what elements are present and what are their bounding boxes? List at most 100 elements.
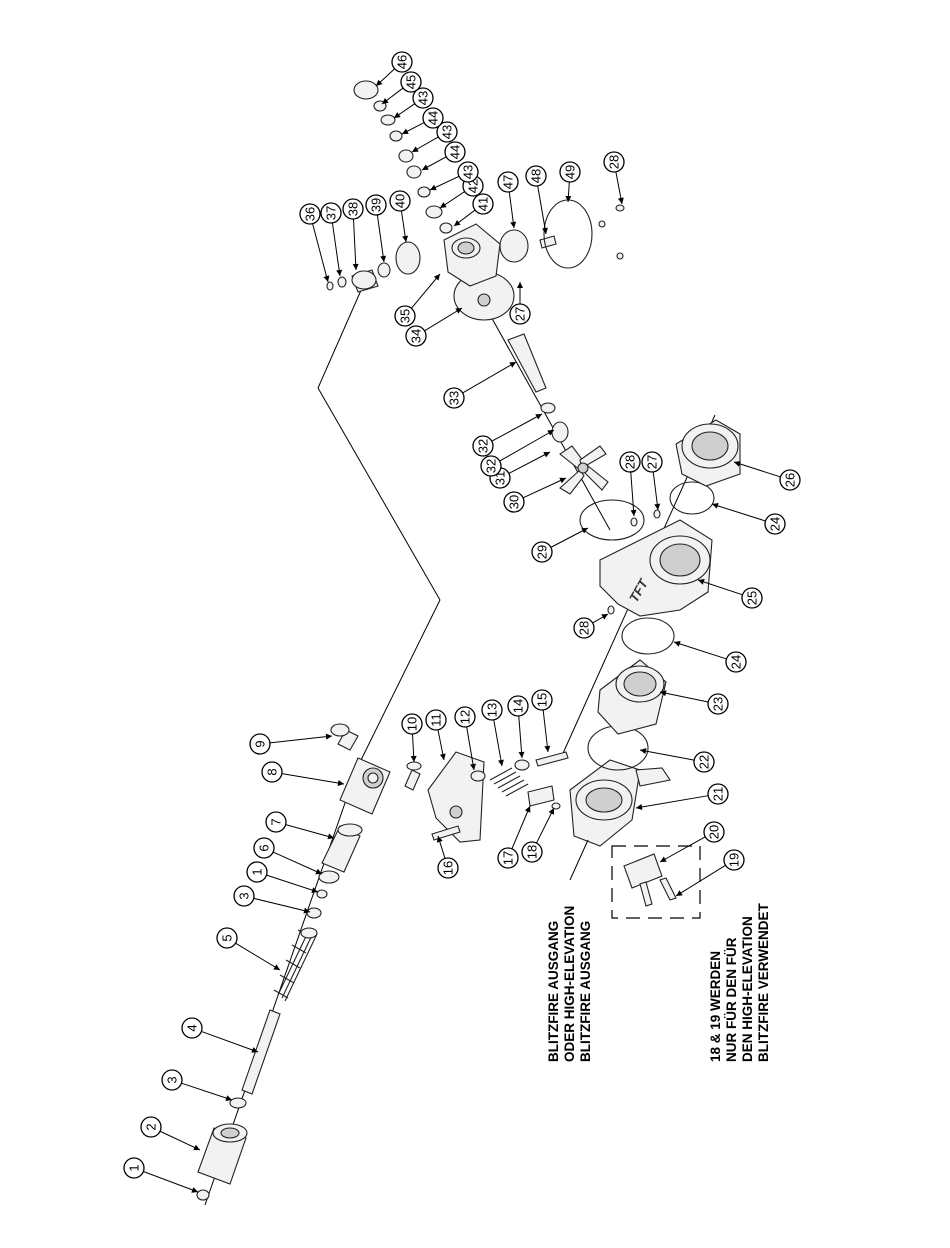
callout-c23: 23	[660, 690, 728, 714]
callout-leader	[377, 215, 384, 262]
callout-leader	[313, 224, 328, 282]
callout-c29: 29	[532, 528, 588, 562]
callout-c44a: 44	[422, 142, 465, 170]
callout-arrowhead	[542, 228, 548, 234]
part-impeller-30	[560, 446, 608, 494]
callout-number: 44	[448, 145, 463, 159]
part-washer-12	[471, 771, 485, 781]
callout-number: 39	[369, 198, 384, 212]
callout-number: 40	[393, 194, 408, 208]
assembly-center-line	[205, 288, 715, 1205]
callout-number: 18	[525, 845, 540, 859]
callout-number: 38	[346, 202, 361, 216]
part-barrel-2	[198, 1124, 247, 1184]
callout-leader	[267, 875, 318, 892]
callout-arrowhead	[519, 752, 525, 758]
dashed-bracket-box	[612, 846, 700, 918]
callout-arrowhead	[411, 756, 417, 762]
callout-arrowhead	[565, 196, 571, 202]
callout-leader	[640, 750, 694, 760]
part-bushing-32	[541, 403, 555, 413]
callout-c25: 25	[698, 579, 762, 608]
callout-number: 45	[404, 75, 419, 89]
outlet-note-leader	[570, 840, 588, 880]
callout-arrowhead	[353, 264, 359, 270]
callout-arrowhead	[338, 780, 344, 786]
callout-leader	[512, 806, 530, 849]
callout-leader	[734, 462, 780, 477]
part-coupling-26	[676, 420, 740, 486]
part-pin-10	[405, 762, 421, 790]
part-screw-27b	[654, 510, 660, 518]
callout-c13: 13	[482, 700, 504, 766]
callout-number: 12	[458, 710, 473, 724]
callout-arrowhead	[324, 275, 330, 282]
callout-number: 47	[501, 175, 516, 189]
callout-leader	[282, 774, 344, 784]
callout-arrowhead	[336, 270, 342, 276]
callout-arrowhead	[225, 1095, 232, 1101]
callout-arrowhead	[636, 804, 642, 810]
callout-number: 8	[265, 768, 280, 775]
callout-number: 49	[563, 165, 578, 179]
part-spring-5	[274, 928, 317, 1001]
callout-number: 23	[711, 697, 726, 711]
part-spring-13	[490, 768, 528, 796]
callout-leader	[270, 736, 332, 743]
callout-number: 41	[476, 197, 491, 211]
outlet-note-line-1: BLITZFIRE AUSGANG	[546, 921, 561, 1062]
callout-number: 28	[623, 455, 638, 469]
elevation-note-line-3: DEN HIGH-ELEVATION	[740, 916, 755, 1062]
part-gear-housing-35	[444, 224, 500, 286]
outlet-note: BLITZFIRE AUSGANG ODER HIGH-ELEVATION BL…	[546, 906, 593, 1062]
callout-number: 14	[511, 699, 526, 713]
callout-number: 48	[529, 169, 544, 183]
callout-number: 22	[697, 755, 712, 769]
elevation-note: 18 & 19 WERDEN NUR FÜR DEN FÜR DEN HIGH-…	[708, 902, 771, 1062]
elevation-note-line-1: 18 & 19 WERDEN	[708, 951, 723, 1062]
callout-arrowhead	[640, 748, 646, 754]
callout-c15: 15	[532, 690, 552, 752]
callout-leader	[676, 865, 726, 896]
callout-arrowhead	[380, 256, 386, 262]
part-screw-28b	[631, 518, 637, 526]
part-oring-6	[319, 871, 339, 883]
outlet-note-line-3: BLITZFIRE AUSGANG	[578, 921, 593, 1062]
callout-number: 10	[405, 717, 420, 731]
callout-arrowhead	[273, 964, 280, 970]
part-bracket-20	[624, 854, 676, 906]
part-oring-24a	[622, 618, 674, 654]
callout-leader	[332, 223, 340, 276]
callout-c16: 16	[437, 836, 458, 878]
callout-c47: 47	[498, 172, 518, 228]
callout-arrowhead	[440, 754, 446, 760]
callout-c27b: 27	[642, 452, 662, 510]
outlet-note-line-2: ODER HIGH-ELEVATION	[562, 906, 577, 1062]
callout-arrowhead	[510, 222, 516, 228]
callout-number: 13	[485, 703, 500, 717]
callout-arrowhead	[544, 746, 550, 752]
callout-c14: 14	[508, 696, 528, 758]
callout-leader	[660, 837, 705, 862]
callout-number: 43	[440, 125, 455, 139]
callout-leader	[660, 692, 708, 702]
callout-leader	[273, 852, 322, 874]
part-bushing-41	[440, 223, 452, 233]
callout-c5: 5	[217, 928, 280, 970]
part-screw-1b	[317, 890, 327, 898]
callout-c28c: 28	[574, 614, 608, 638]
part-screws-28a	[599, 205, 624, 259]
part-disc-40	[396, 242, 420, 274]
callout-leader	[538, 186, 546, 234]
callout-c2: 2	[141, 1117, 200, 1150]
callout-arrowhead	[631, 510, 637, 516]
part-spring-31	[552, 422, 568, 442]
callout-number: 17	[501, 851, 516, 865]
callout-c30: 30	[504, 478, 566, 512]
callout-c28b: 28	[620, 452, 640, 516]
part-washer-3a	[230, 1098, 246, 1108]
callout-c1a: 1	[124, 1158, 198, 1193]
callout-c24b: 24	[712, 503, 785, 534]
callout-number: 43	[416, 91, 431, 105]
part-shaft-4	[242, 1010, 280, 1094]
